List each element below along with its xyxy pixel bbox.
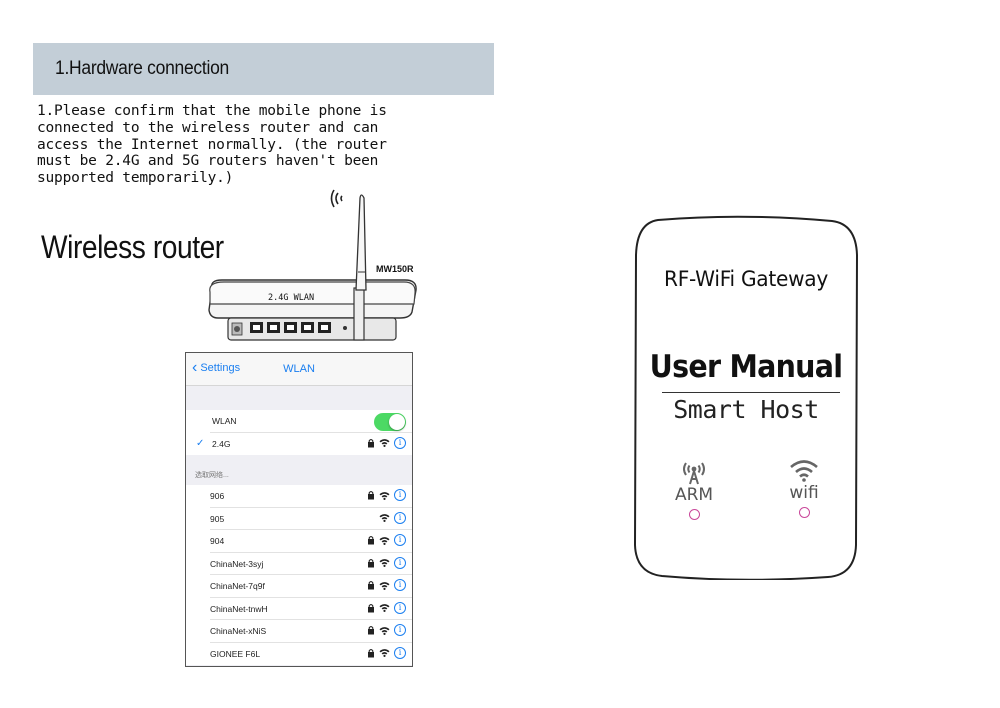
network-name: ChinaNet-3syj bbox=[210, 558, 264, 569]
cover-manual-title: User Manual bbox=[649, 349, 843, 385]
lock-icon bbox=[368, 491, 374, 500]
wireless-router-heading: Wireless router bbox=[41, 229, 224, 265]
nav-bar: ‹ Settings WLAN bbox=[186, 353, 412, 386]
lock-icon bbox=[368, 648, 374, 657]
section-gap bbox=[186, 386, 412, 410]
network-row[interactable]: 905 i bbox=[186, 507, 412, 530]
connected-network-name: 2.4G bbox=[212, 438, 231, 449]
lock-icon bbox=[368, 581, 374, 590]
wifi-icon bbox=[379, 439, 390, 447]
network-name: ChinaNet-tnwH bbox=[210, 603, 268, 614]
back-button[interactable]: ‹ Settings bbox=[192, 359, 241, 376]
wifi-icon bbox=[379, 559, 390, 567]
network-name: 904 bbox=[210, 536, 225, 547]
info-icon[interactable]: i bbox=[394, 579, 406, 591]
arm-indicator: ARM bbox=[659, 459, 729, 520]
wifi-icon bbox=[379, 514, 390, 522]
wifi-led bbox=[798, 507, 810, 518]
wifi-icon bbox=[790, 460, 818, 482]
info-icon[interactable]: i bbox=[394, 436, 406, 449]
section-header: 1.Hardware connection bbox=[33, 43, 494, 95]
wifi-icon bbox=[379, 581, 390, 590]
nav-title: WLAN bbox=[283, 363, 315, 375]
wifi-icon bbox=[379, 491, 390, 500]
wifi-indicator: wifi bbox=[769, 459, 839, 518]
cover-frame bbox=[633, 215, 859, 580]
network-name: ChinaNet-7q9f bbox=[210, 581, 265, 592]
cover-divider bbox=[662, 392, 840, 393]
lock-icon bbox=[368, 626, 374, 635]
info-icon[interactable]: i bbox=[394, 556, 406, 569]
network-row[interactable]: 906 i bbox=[186, 485, 412, 508]
network-name: 906 bbox=[210, 491, 225, 502]
router-model: MW150R bbox=[376, 264, 414, 274]
cover-subtitle: Smart Host bbox=[673, 395, 819, 424]
info-icon[interactable]: i bbox=[394, 511, 406, 524]
network-name: ChinaNet-xNiS bbox=[210, 626, 267, 637]
lock-icon bbox=[368, 558, 374, 567]
router-panel-label: 2.4G WLAN bbox=[268, 293, 315, 303]
info-icon[interactable]: i bbox=[394, 646, 406, 659]
network-row[interactable]: ChinaNet-3syj i bbox=[186, 552, 412, 575]
wlan-label: WLAN bbox=[212, 416, 237, 427]
antenna-icon bbox=[683, 462, 705, 485]
network-name: 905 bbox=[210, 513, 225, 524]
lock-icon bbox=[368, 536, 374, 545]
arm-led bbox=[688, 509, 700, 520]
wifi-icon bbox=[379, 604, 390, 612]
lock-icon bbox=[368, 438, 374, 447]
connected-network-row[interactable]: ✓ 2.4G i bbox=[186, 432, 412, 455]
back-label: Settings bbox=[200, 362, 241, 374]
instructions-text: 1.Please confirm that the mobile phone i… bbox=[37, 103, 387, 187]
lock-icon bbox=[368, 603, 374, 612]
wlan-toggle-row: WLAN bbox=[186, 410, 412, 433]
toggle-knob bbox=[389, 414, 405, 430]
network-row[interactable]: ChinaNet-tnwH i bbox=[186, 597, 412, 620]
router-illustration: MW150R 2.4G WLAN bbox=[200, 180, 430, 350]
wlan-toggle[interactable] bbox=[374, 413, 406, 431]
wifi-icon bbox=[379, 649, 390, 657]
wifi-icon bbox=[379, 626, 390, 635]
cover-product-title: RF-WiFi Gateway bbox=[663, 267, 829, 291]
chevron-left-icon: ‹ bbox=[192, 359, 198, 376]
wifi-label: wifi bbox=[789, 483, 819, 503]
arm-label: ARM bbox=[674, 485, 714, 505]
network-row[interactable]: ChinaNet-xNiS i bbox=[186, 620, 412, 643]
wifi-icon bbox=[379, 536, 390, 545]
checkmark-icon: ✓ bbox=[196, 438, 205, 450]
info-icon[interactable]: i bbox=[394, 534, 406, 546]
choose-network-header: 选取网络... bbox=[186, 455, 412, 485]
router-drawing bbox=[208, 189, 417, 341]
network-row[interactable]: ChinaNet-7q9f i bbox=[186, 575, 412, 598]
info-icon[interactable]: i bbox=[394, 624, 406, 636]
info-icon[interactable]: i bbox=[394, 601, 406, 614]
section-title: 1.Hardware connection bbox=[55, 58, 229, 79]
phone-wlan-screen: ‹ Settings WLAN WLAN ✓ 2.4G i 选取网络... 90… bbox=[185, 352, 413, 667]
info-icon[interactable]: i bbox=[394, 489, 406, 501]
manual-cover: RF-WiFi Gateway User Manual Smart Host A… bbox=[632, 215, 860, 580]
network-row[interactable]: 904 i bbox=[186, 530, 412, 553]
network-name: GIONEE F6L bbox=[210, 648, 261, 659]
network-row[interactable]: GIONEE F6L i bbox=[186, 642, 412, 665]
